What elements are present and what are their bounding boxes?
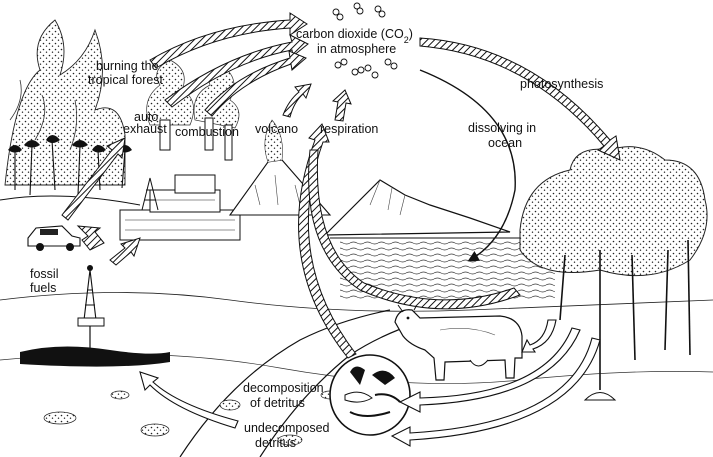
dissolving-label: dissolving in	[468, 121, 536, 135]
car-drawing	[27, 225, 81, 251]
mountain-drawing	[323, 179, 511, 236]
decomposition-circle	[329, 354, 411, 436]
factory-drawing	[119, 59, 241, 241]
fossil-fuels-label-line2: fuels	[30, 281, 56, 295]
arrow-fossil-fuels-up	[76, 225, 105, 251]
cow-drawing	[394, 302, 523, 381]
arrow-combustion-to-atmosphere	[204, 50, 307, 117]
undecomposed-label-line2: detritus	[255, 436, 296, 450]
arrow-decomposition-to-atmosphere	[298, 123, 357, 359]
arrow-trees-to-decomposition	[398, 327, 581, 413]
decomposition-label: decomposition	[243, 381, 324, 395]
co2-label: carbon dioxide (CO2)	[296, 27, 413, 45]
arrow-exhaust-to-atmosphere	[61, 137, 126, 221]
co2-molecules-drawing	[332, 2, 398, 79]
photosynthesis-label: photosynthesis	[520, 77, 603, 91]
arrow-atmosphere-to-photosynthesis	[419, 37, 621, 161]
burning-forest-label: burning the	[96, 59, 159, 73]
forest-trees-drawing	[519, 146, 708, 401]
combustion-label: combustion	[175, 125, 239, 139]
arrow-cow-to-decomposition	[521, 319, 557, 353]
co2-label-line2: in atmosphere	[317, 42, 396, 56]
burning-forest-drawing	[0, 19, 141, 206]
flow-arrows	[61, 12, 621, 359]
undecomposed-label: undecomposed	[244, 421, 330, 435]
fossil-fuel-deposit	[20, 346, 170, 367]
auto-exhaust-label-line2: exhaust	[123, 122, 167, 136]
diagram-labels: carbon dioxide (CO2) in atmosphere burni…	[30, 27, 603, 450]
arrow-volcano-to-atmosphere	[282, 83, 312, 118]
auto-exhaust-label: auto	[134, 110, 158, 124]
derrick-tower-drawing	[141, 177, 159, 211]
volcano-label: volcano	[255, 122, 298, 136]
arrow-burning-to-atmosphere	[149, 12, 308, 69]
arrow-detritus-to-fossil-fuels	[139, 371, 239, 429]
respiration-label: respiration	[320, 122, 378, 136]
burning-forest-label-line2: tropical forest	[88, 73, 164, 87]
dissolving-label-line2: ocean	[488, 136, 522, 150]
fossil-fuels-label: fossil	[30, 267, 58, 281]
arrow-respiration-to-atmosphere	[331, 89, 352, 122]
arrow-forest-to-atmosphere	[164, 34, 309, 108]
decomposition-label-line2: of detritus	[250, 396, 305, 410]
arrow-dissolving-in-ocean	[419, 69, 516, 262]
oil-well-drawing	[20, 265, 170, 367]
detritus-arrows	[139, 319, 601, 447]
arrow-plants-to-decomposition	[390, 337, 601, 447]
